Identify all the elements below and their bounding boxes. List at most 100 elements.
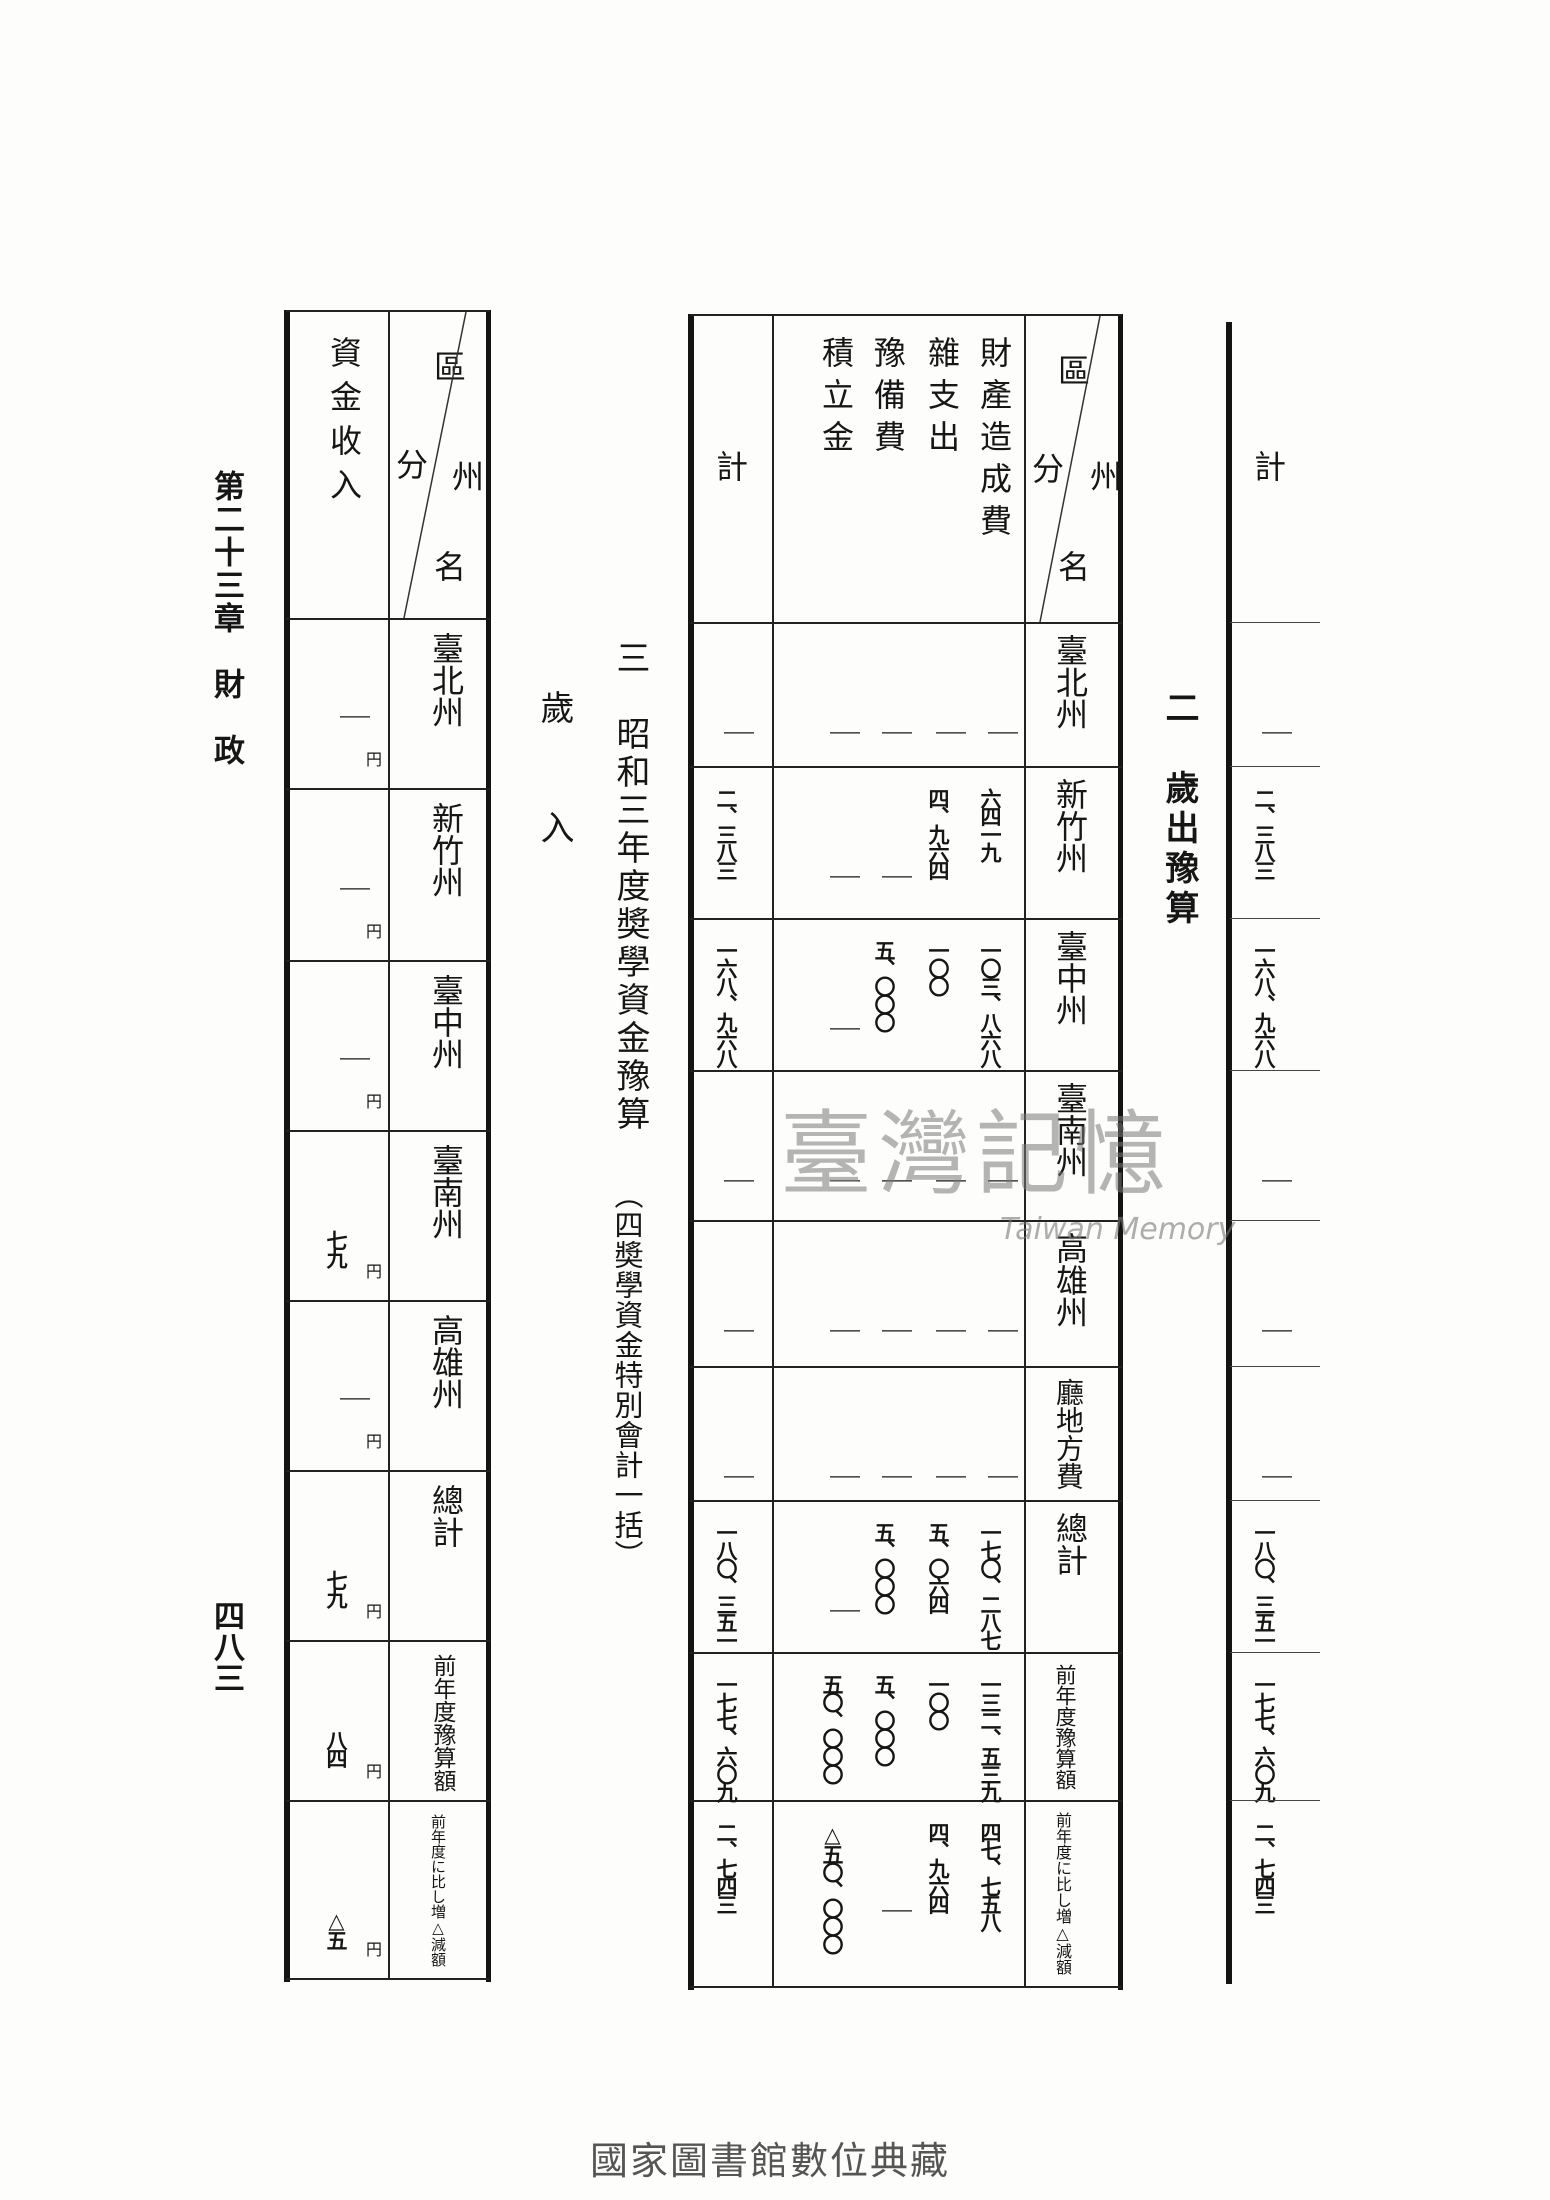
expenditure-cell: 五、〇〇〇 xyxy=(872,940,897,1030)
corner-top: 州 xyxy=(1085,460,1123,492)
expenditure-row-rule xyxy=(690,1220,1122,1222)
continued-value: ｜ xyxy=(1256,1316,1291,1346)
expenditure-column-label: 總計 xyxy=(1051,1512,1089,1576)
library-footer: 國家圖書館數位典藏 xyxy=(590,2139,951,2183)
continued-row-rule xyxy=(1230,622,1320,623)
expenditure-row-rule xyxy=(690,1070,1122,1072)
expenditure-cell: 四、九六四 xyxy=(926,788,951,878)
expenditure-column-label: 臺南州 xyxy=(1051,1082,1089,1178)
revenue-cell: ｜ xyxy=(334,1044,369,1074)
revenue-column-label: 前年度に比し増△減額 xyxy=(429,1814,447,1967)
expenditure-cell: 六四一九 xyxy=(978,788,1003,860)
revenue-cell: ｜ xyxy=(334,702,369,732)
revenue-row-rule xyxy=(286,618,490,620)
expenditure-cell: 一八〇、三五一 xyxy=(714,1522,739,1648)
yen-unit: 円 xyxy=(366,922,383,941)
expenditure-cell: ｜ xyxy=(982,1462,1017,1492)
expenditure-cell: 一六八、九六八 xyxy=(714,940,739,1066)
expenditure-row-label: 計 xyxy=(711,450,749,482)
continued-value: 二、三八三 xyxy=(1252,788,1277,878)
continued-value: ｜ xyxy=(1256,718,1291,748)
expenditure-cell: 五、〇〇〇 xyxy=(872,1674,897,1764)
corner-mid: 名 xyxy=(429,550,467,582)
expenditure-cell: ｜ xyxy=(930,1316,965,1346)
expenditure-row-rule xyxy=(690,1800,1122,1802)
revenue-row-rule xyxy=(286,1470,490,1472)
yen-unit: 円 xyxy=(366,1092,383,1111)
revenue-row-rule xyxy=(286,1130,490,1132)
corner-left: 分 xyxy=(1027,452,1065,484)
continued-value: 一八〇、三五一 xyxy=(1252,1522,1277,1648)
yen-unit: 円 xyxy=(366,1762,383,1781)
revenue-cell: ｜ xyxy=(334,874,369,904)
expenditure-cell: △五〇、〇〇〇 xyxy=(820,1822,845,1952)
table-border-left xyxy=(1226,322,1232,1984)
table-border-top xyxy=(286,310,490,312)
yen-unit: 円 xyxy=(366,1602,383,1621)
revenue-cell: 七九 xyxy=(324,1570,349,1606)
expenditure-cell: ｜ xyxy=(824,1462,859,1492)
continued-header: 計 xyxy=(1249,450,1287,482)
expenditure-row-rule xyxy=(690,1500,1122,1502)
revenue-cell: 七九 xyxy=(324,1230,349,1266)
table-border-bottom xyxy=(690,1986,1122,1988)
yen-unit: 円 xyxy=(366,1432,383,1451)
expenditure-cell: ｜ xyxy=(824,1014,859,1044)
yen-unit: 円 xyxy=(366,750,383,769)
expenditure-row-label: 積立金 xyxy=(817,336,855,462)
header-column-rule xyxy=(388,312,390,1978)
expenditure-column-label: 高雄州 xyxy=(1051,1232,1089,1328)
revenue-cell: 八四 xyxy=(324,1730,349,1766)
expenditure-cell: 五、〇〇〇 xyxy=(872,1522,897,1612)
page-number: 四八三 xyxy=(208,1600,244,1693)
expenditure-cell: ｜ xyxy=(876,1462,911,1492)
section3-subheading: （四奬學資金特別會計一括） xyxy=(610,1180,644,1570)
revenue-column-label: 總計 xyxy=(427,1484,465,1548)
expenditure-column-label: 前年度豫算額 xyxy=(1053,1664,1077,1790)
expenditure-row-rule xyxy=(690,918,1122,920)
continued-row-rule xyxy=(1230,1220,1320,1221)
section2-heading: 二 歲出豫算 xyxy=(1159,690,1199,930)
watermark-subtext: Taiwan Memory xyxy=(1000,1212,1236,1247)
expenditure-cell: ｜ xyxy=(982,718,1017,748)
chapter-title: 第二十三章 財 政 xyxy=(208,470,244,767)
corner-mid: 名 xyxy=(1053,550,1091,582)
table-border-top xyxy=(690,314,1122,316)
expenditure-row-rule xyxy=(690,766,1122,768)
revenue-cell: ｜ xyxy=(334,1384,369,1414)
expenditure-row-rule xyxy=(690,622,1122,624)
header-column-rule xyxy=(1024,316,1026,1986)
corner-diagonal xyxy=(1039,316,1101,622)
expenditure-cell: 二、七四三 xyxy=(714,1822,739,1912)
expenditure-column-label: 臺北州 xyxy=(1051,634,1089,730)
revenue-column-label: 新竹州 xyxy=(427,802,465,898)
expenditure-cell: 一〇〇 xyxy=(926,940,951,994)
revenue-heading: 歲 入 xyxy=(534,690,574,870)
expenditure-cell: 一〇三、八六八 xyxy=(978,940,1003,1066)
yen-unit: 円 xyxy=(366,1940,383,1959)
expenditure-column-label: 廳地方費 xyxy=(1052,1378,1085,1490)
revenue-column-label: 前年度豫算額 xyxy=(429,1654,455,1792)
expenditure-row-label: 財產造成費 xyxy=(975,336,1013,546)
expenditure-cell: ｜ xyxy=(824,1166,859,1196)
revenue-column-label: 臺南州 xyxy=(427,1144,465,1240)
expenditure-cell: 一七〇、二八七 xyxy=(978,1522,1003,1648)
revenue-row-rule xyxy=(286,788,490,790)
corner-left: 分 xyxy=(391,448,429,480)
continued-value: 一六八、九六八 xyxy=(1252,940,1277,1066)
continued-row-rule xyxy=(1230,1800,1320,1801)
expenditure-cell: ｜ xyxy=(824,862,859,892)
expenditure-cell: ｜ xyxy=(876,1896,911,1926)
expenditure-cell: 一七七、六〇九 xyxy=(714,1674,739,1800)
corner-diagonal xyxy=(403,312,467,618)
corner-bottom: 區 xyxy=(1053,354,1091,386)
continued-row-rule xyxy=(1230,766,1320,767)
table-border-bottom xyxy=(286,1978,490,1980)
expenditure-cell: ｜ xyxy=(982,1166,1017,1196)
continued-row-rule xyxy=(1230,1652,1320,1653)
table-border-left xyxy=(284,310,290,1982)
revenue-row-rule xyxy=(286,1640,490,1642)
continued-value: ｜ xyxy=(1256,1462,1291,1492)
yen-unit: 円 xyxy=(366,1262,383,1281)
continued-value: ｜ xyxy=(1256,1166,1291,1196)
